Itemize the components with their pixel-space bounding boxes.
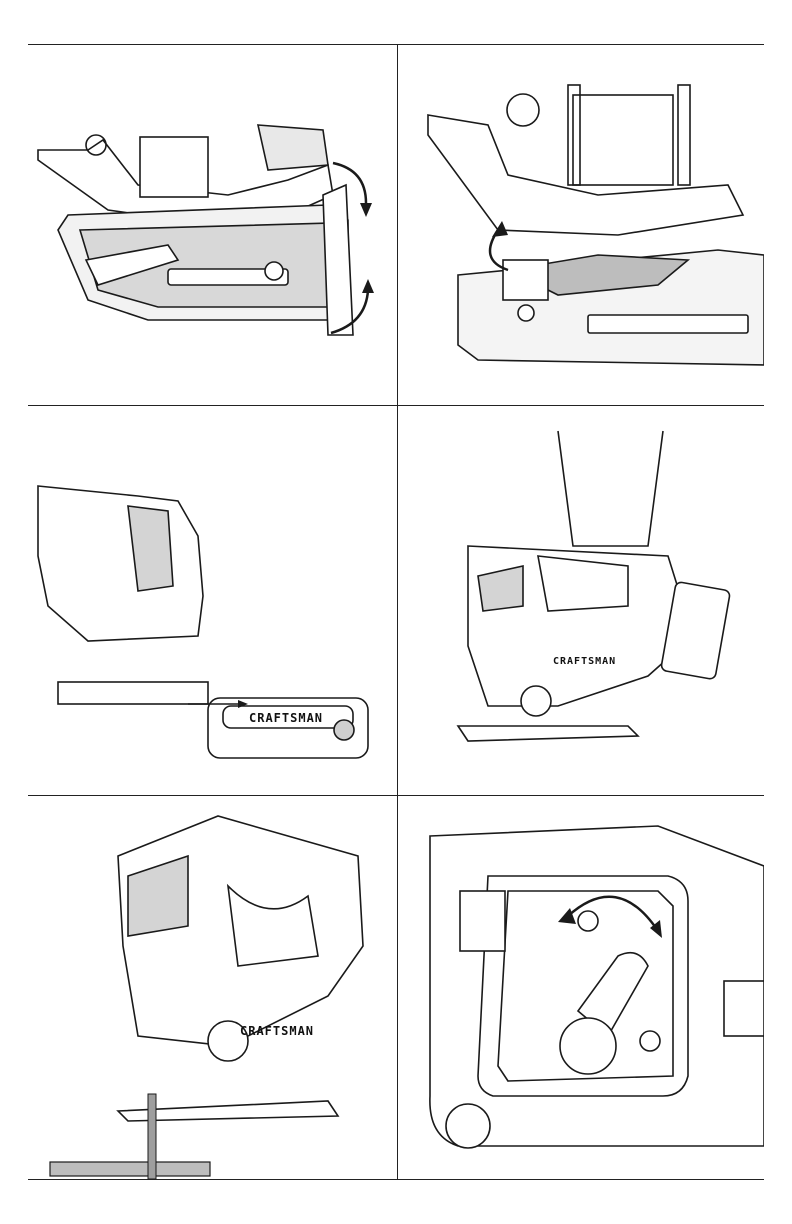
figure-a-drawing [28, 45, 397, 405]
figure-e-drawing [28, 796, 397, 1179]
figure-e-blade-workpiece: CRAFTSMAN [28, 796, 397, 1179]
figure-a-shoe-bevel-lever [28, 45, 397, 405]
bottom-rule [28, 1179, 764, 1180]
figure-b-lever-closeup [398, 45, 764, 405]
figure-d-brand: CRAFTSMAN [553, 656, 616, 667]
figure-grid: CRAFTSMAN CRAFTSMAN [28, 44, 764, 1180]
figure-f-drawing [398, 796, 764, 1179]
figure-b-drawing [398, 45, 764, 405]
figure-d-grip: CRAFTSMAN [398, 406, 764, 795]
figure-c-brand: CRAFTSMAN [249, 711, 323, 725]
figure-c-battery-insertion: CRAFTSMAN [28, 406, 397, 795]
figure-f-orbit-dial [398, 796, 764, 1179]
figure-e-brand: CRAFTSMAN [240, 1024, 314, 1038]
figure-c-drawing [28, 406, 397, 795]
figure-d-drawing [398, 406, 764, 795]
